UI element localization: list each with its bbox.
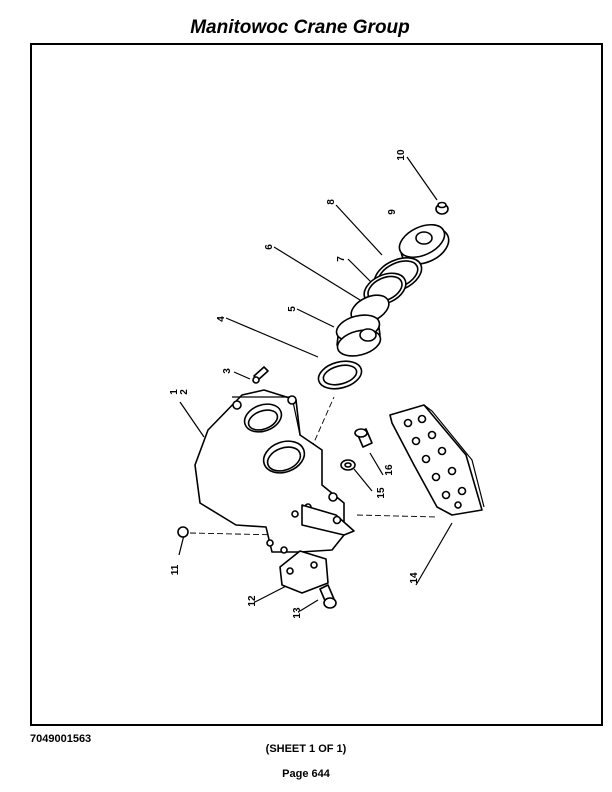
bracket-part: [279, 550, 329, 594]
callout-6: 6: [264, 244, 275, 250]
callout-13: 13: [292, 607, 303, 619]
page-title: Manitowoc Crane Group: [190, 17, 410, 38]
callout-1: 1: [169, 389, 180, 395]
brake-pad-part: [389, 404, 485, 516]
callout-10: 10: [396, 149, 407, 161]
washer-part: [340, 459, 356, 471]
sheet-indicator: (SHEET 1 OF 1): [265, 743, 347, 755]
cap-part: [398, 223, 450, 265]
callout-14: 14: [409, 572, 420, 584]
callout-2: 2: [179, 389, 190, 395]
document-number: 7049001563: [30, 733, 92, 745]
callout-15: 15: [376, 487, 387, 499]
side-plug-part: [177, 526, 189, 538]
ring-parts: [363, 256, 423, 306]
callout-12: 12: [247, 595, 258, 607]
callout-7: 7: [336, 256, 347, 262]
caliper-housing-part: [194, 389, 355, 554]
callout-4: 4: [216, 316, 227, 322]
plug-part: [435, 201, 449, 215]
callout-3: 3: [222, 368, 233, 374]
callout-9: 9: [387, 209, 398, 215]
bolt-part-16: [354, 428, 373, 448]
callout-11: 11: [170, 564, 181, 575]
callout-labels: 1 2 3 4 5 6 7 8 9 10 11 12 13 14 15 16: [169, 149, 420, 619]
callout-5: 5: [287, 306, 298, 312]
exploded-parts-diagram: 1 2 3 4 5 6 7 8 9 10 11 12 13 14 15 16: [169, 149, 485, 619]
callout-8: 8: [326, 199, 337, 205]
bolt-part: [319, 584, 337, 609]
callout-16: 16: [384, 464, 395, 476]
page-number: Page 644: [282, 768, 330, 780]
bleeder-screw-part: [252, 366, 269, 384]
piston-part: [335, 314, 382, 357]
leader-lines: [178, 156, 453, 612]
boot-part: [317, 360, 363, 390]
diagram-frame: 1 2 3 4 5 6 7 8 9 10 11 12 13 14 15 16: [30, 43, 603, 726]
